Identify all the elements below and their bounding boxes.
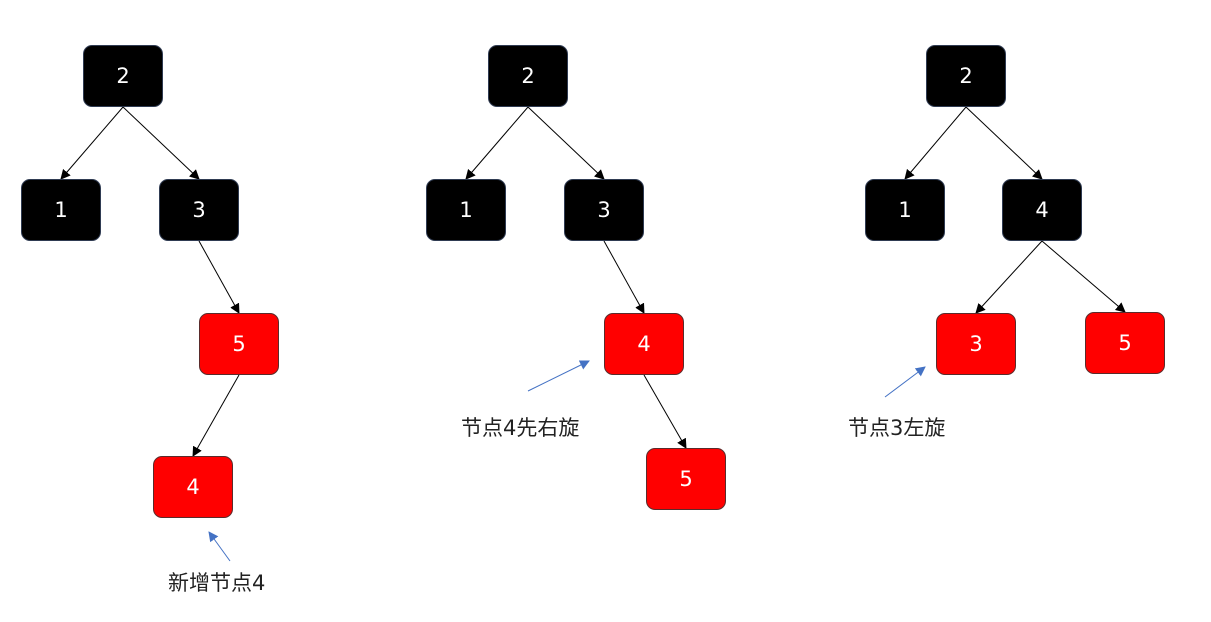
caption-new-node: 新增节点4 — [168, 571, 266, 595]
tree-edge-arrow — [122, 106, 200, 180]
tree-edge-arrow — [198, 240, 240, 314]
tree-node-2: 2 — [488, 45, 568, 107]
node-label: 1 — [54, 198, 68, 222]
tree-edge-arrow — [975, 240, 1043, 314]
tree-node-3: 3 — [936, 313, 1016, 375]
node-label: 3 — [969, 332, 983, 356]
tree-node-3: 3 — [159, 179, 239, 241]
tree-edge-arrow — [965, 106, 1043, 180]
tree-edge-arrow — [1041, 240, 1126, 313]
tree-edge-arrow — [527, 106, 605, 180]
tree-edge-arrow — [904, 106, 967, 180]
tree-node-1: 1 — [21, 179, 101, 241]
tree-edge-arrow — [60, 106, 124, 180]
node-label: 2 — [116, 64, 130, 88]
annotation-arrow — [208, 531, 231, 562]
node-label: 3 — [597, 198, 611, 222]
annotation-arrow — [884, 366, 926, 398]
tree-node-4: 4 — [153, 456, 233, 518]
caption-left-rotate: 节点3左旋 — [848, 416, 946, 440]
node-label: 1 — [898, 198, 912, 222]
annotation-arrow — [527, 360, 590, 392]
tree-node-4: 4 — [1002, 179, 1082, 241]
tree-node-1: 1 — [865, 179, 945, 241]
node-label: 5 — [1118, 331, 1132, 355]
tree-edge-arrow — [603, 240, 645, 314]
tree-node-4: 4 — [604, 313, 684, 375]
node-label: 4 — [1035, 198, 1049, 222]
tree-node-5: 5 — [199, 313, 279, 375]
tree-node-1: 1 — [426, 179, 506, 241]
tree-edge-arrow — [465, 106, 529, 180]
tree-node-5: 5 — [646, 448, 726, 510]
node-label: 4 — [637, 332, 651, 356]
node-label: 5 — [232, 332, 246, 356]
node-label: 5 — [679, 467, 693, 491]
tree-edge-arrow — [643, 374, 687, 449]
tree-node-3: 3 — [564, 179, 644, 241]
node-label: 2 — [521, 64, 535, 88]
tree-node-5: 5 — [1085, 312, 1165, 374]
node-label: 2 — [959, 64, 973, 88]
tree-node-2: 2 — [926, 45, 1006, 107]
node-label: 3 — [192, 198, 206, 222]
node-label: 1 — [459, 198, 473, 222]
node-label: 4 — [186, 475, 200, 499]
tree-node-2: 2 — [83, 45, 163, 107]
tree-edge-arrow — [192, 374, 240, 457]
caption-right-rotate: 节点4先右旋 — [461, 416, 580, 440]
